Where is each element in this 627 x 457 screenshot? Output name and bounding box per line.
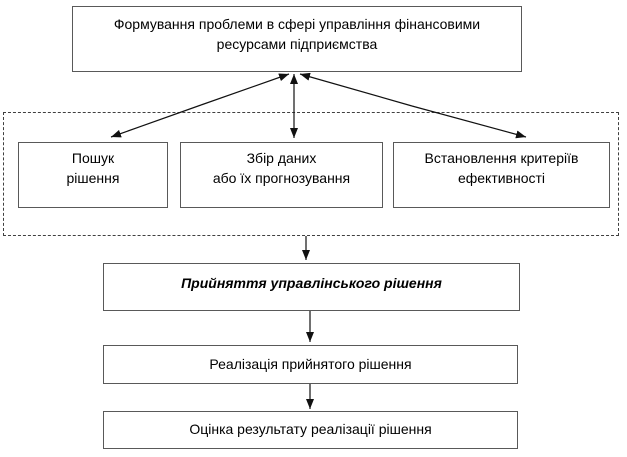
box-implementation-label: Реалізація прийнятого рішення bbox=[209, 355, 412, 372]
box-criteria-label: Встановлення критеріїв ефективності bbox=[424, 150, 579, 186]
box-problem-label: Формування проблеми в сфері управління ф… bbox=[113, 16, 481, 52]
box-result-evaluation: Оцінка результату реалізації рішення bbox=[103, 411, 518, 449]
box-data-label: Збір даних або їх прогнозування bbox=[212, 150, 351, 186]
box-data-collection: Збір даних або їх прогнозування bbox=[180, 142, 383, 208]
analysis-stage-group bbox=[3, 112, 619, 236]
box-search-label: Пошук рішення bbox=[66, 150, 120, 186]
box-decision-implementation: Реалізація прийнятого рішення bbox=[103, 345, 518, 384]
box-decision-label: Прийняття управлінського рішення bbox=[181, 275, 442, 292]
box-evaluation-label: Оцінка результату реалізації рішення bbox=[189, 421, 432, 438]
box-management-decision: Прийняття управлінського рішення bbox=[103, 263, 520, 311]
box-solution-search: Пошук рішення bbox=[18, 142, 168, 208]
box-problem-formulation: Формування проблеми в сфері управління ф… bbox=[72, 6, 522, 72]
box-effectiveness-criteria: Встановлення критеріїв ефективності bbox=[393, 142, 610, 208]
